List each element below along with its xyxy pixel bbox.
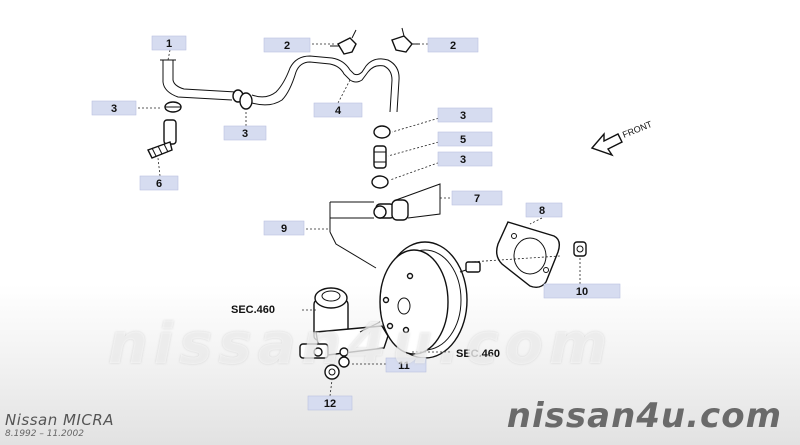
callout-4[interactable]: 4 <box>313 102 363 118</box>
svg-text:FRONT: FRONT <box>621 119 654 140</box>
footer-production-years: 8.1992 – 11.2002 <box>5 429 84 439</box>
callout-10[interactable]: 10 <box>543 283 621 299</box>
svg-text:10: 10 <box>576 286 588 298</box>
hose-connector-5[interactable] <box>373 145 387 169</box>
svg-text:12: 12 <box>324 398 336 410</box>
section-ref-left[interactable]: SEC.460 <box>231 304 275 316</box>
vacuum-hose-1[interactable] <box>160 59 244 103</box>
svg-text:2: 2 <box>284 40 290 52</box>
callout-11[interactable]: 11 <box>385 357 427 373</box>
hose-clamp-3-lower-right[interactable] <box>371 175 389 189</box>
svg-text:3: 3 <box>460 110 466 122</box>
callout-6[interactable]: 6 <box>139 175 179 191</box>
svg-text:9: 9 <box>281 223 287 235</box>
svg-text:8: 8 <box>539 205 545 217</box>
callout-3-left[interactable]: 3 <box>91 100 137 116</box>
hose-clip-2-left[interactable] <box>330 29 357 55</box>
callout-9[interactable]: 9 <box>263 220 305 236</box>
svg-text:5: 5 <box>460 134 466 146</box>
hose-clamp-3-center[interactable] <box>239 92 253 110</box>
callout-3-lower-right[interactable]: 3 <box>437 151 493 167</box>
vacuum-fitting-6[interactable] <box>147 119 177 159</box>
callout-7[interactable]: 7 <box>451 190 503 206</box>
front-direction-arrow: FRONT <box>590 119 654 157</box>
svg-text:2: 2 <box>450 40 456 52</box>
hose-clamp-3-left[interactable] <box>164 101 182 113</box>
nut-11[interactable] <box>338 356 350 368</box>
callout-12[interactable]: 12 <box>307 395 353 411</box>
svg-text:7: 7 <box>474 193 480 205</box>
svg-text:11: 11 <box>398 360 410 372</box>
footer-site-logo[interactable]: nissan4u.com <box>506 396 782 436</box>
hose-clamp-3-upper-right[interactable] <box>373 125 391 139</box>
booster-gasket-8[interactable] <box>495 221 561 289</box>
callout-8[interactable]: 8 <box>525 202 563 218</box>
svg-text:1: 1 <box>166 38 172 50</box>
master-cylinder[interactable] <box>299 287 389 359</box>
svg-text:3: 3 <box>111 103 117 115</box>
fitting-12[interactable] <box>324 364 340 380</box>
hose-clip-2-right[interactable] <box>391 27 420 53</box>
footer-model-name: Nissan MICRA <box>5 411 115 429</box>
callout-2-left[interactable]: 2 <box>263 37 311 53</box>
callout-3-upper-right[interactable]: 3 <box>437 107 493 123</box>
callout-2-right[interactable]: 2 <box>427 37 479 53</box>
svg-text:4: 4 <box>335 105 342 117</box>
section-ref-right[interactable]: SEC.460 <box>456 348 500 360</box>
svg-text:6: 6 <box>156 178 162 190</box>
svg-text:3: 3 <box>460 154 466 166</box>
callout-5[interactable]: 5 <box>437 131 493 147</box>
watermark: nissan4u.com <box>108 312 614 377</box>
svg-text:3: 3 <box>242 128 248 140</box>
callout-1[interactable]: 1 <box>151 35 187 51</box>
vacuum-hose-4[interactable] <box>251 55 400 113</box>
check-valve-7[interactable] <box>373 199 409 221</box>
callout-3-center[interactable]: 3 <box>223 125 267 141</box>
mounting-nut-10[interactable] <box>573 241 587 257</box>
